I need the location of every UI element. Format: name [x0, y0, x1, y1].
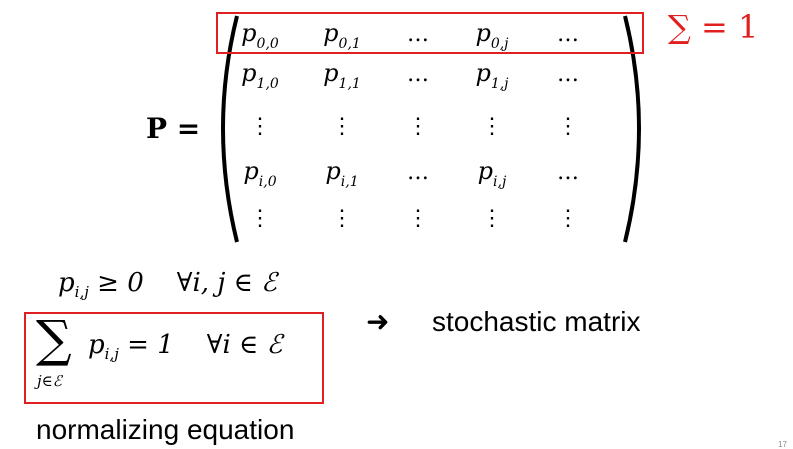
- matrix-cell-base: ⋮: [331, 114, 353, 139]
- matrix-cell-base: …: [557, 62, 579, 87]
- matrix-cell-4-3: ⋮: [454, 202, 530, 234]
- matrix-cell-3-4: …: [530, 156, 606, 188]
- matrix-cell-subscript: i,1: [340, 174, 359, 190]
- matrix-cell-base: p: [325, 157, 341, 185]
- matrix-cell-0-2: …: [380, 18, 456, 50]
- matrix-cell-3-0: pi,0: [222, 156, 298, 197]
- nonnegativity-constraint: pi,j ≥ 0 ∀i, j ∈ ℰ: [58, 268, 277, 301]
- matrix-cell-base: p: [475, 59, 491, 87]
- matrix-cell-4-0: ⋮: [222, 202, 298, 234]
- matrix-cell-base: ⋮: [249, 114, 271, 139]
- matrix-cell-2-0: ⋮: [222, 110, 298, 142]
- row0-highlight-box: [216, 12, 644, 54]
- matrix-cell-base: …: [557, 160, 579, 185]
- matrix-cell-subscript: 1,1: [338, 76, 361, 92]
- matrix-cell-subscript: i,j: [493, 174, 507, 190]
- matrix-cell-base: …: [407, 62, 429, 87]
- matrix-cell-3-1: pi,1: [304, 156, 380, 197]
- arrow-icon: ➜: [366, 305, 390, 338]
- matrix-cell-base: p: [323, 19, 339, 47]
- matrix-cell-base: ⋮: [249, 206, 271, 231]
- matrix-cell-1-0: p1,0: [222, 58, 298, 99]
- matrix-cell-base: ⋮: [331, 206, 353, 231]
- normalizing-equation: pi,j = 1 ∀i ∈ ℰ: [88, 330, 282, 363]
- matrix-cell-base: ⋮: [557, 206, 579, 231]
- matrix-cell-1-3: p1,j: [454, 58, 530, 99]
- matrix-cell-base: ⋮: [481, 114, 503, 139]
- matrix-cell-0-4: …: [530, 18, 606, 50]
- matrix-cell-4-2: ⋮: [380, 202, 456, 234]
- matrix-cell-subscript: i,0: [258, 174, 277, 190]
- matrix-cell-base: p: [477, 157, 494, 185]
- row-sum-annotation: ∑ = 1: [668, 8, 759, 46]
- matrix-cell-base: p: [243, 157, 259, 185]
- p-subscript: i,j: [74, 283, 89, 301]
- right-paren: [623, 15, 641, 243]
- matrix-cell-subscript: 1,j: [490, 76, 509, 92]
- sum-symbol: ∑: [36, 310, 72, 368]
- matrix-cell-0-0: p0,0: [222, 18, 298, 59]
- matrix-cell-base: …: [407, 160, 429, 185]
- matrix-cell-3-2: …: [380, 156, 456, 188]
- matrix-cell-1-1: p1,1: [304, 58, 380, 99]
- matrix-cell-base: p: [241, 19, 257, 47]
- matrix-cell-2-1: ⋮: [304, 110, 380, 142]
- matrix-cell-subscript: 0,1: [338, 36, 361, 52]
- matrix-cell-base: …: [557, 22, 579, 47]
- matrix-cell-2-3: ⋮: [454, 110, 530, 142]
- matrix-cell-base: ⋮: [407, 206, 429, 231]
- normalizing-equation-box: [24, 312, 324, 404]
- matrix-cell-subscript: 1,0: [256, 76, 279, 92]
- left-paren: [221, 15, 239, 243]
- page-number: 17: [778, 440, 787, 449]
- matrix-cell-0-3: p0,j: [454, 18, 530, 59]
- matrix-label: P =: [146, 112, 201, 145]
- matrix-cell-base: p: [241, 59, 257, 87]
- matrix-cell-4-1: ⋮: [304, 202, 380, 234]
- matrix-cell-1-4: …: [530, 58, 606, 90]
- p-symbol: p: [88, 330, 105, 360]
- matrix-cell-2-4: ⋮: [530, 110, 606, 142]
- nonneg-rest: ≥ 0 ∀i, j ∈ ℰ: [88, 268, 277, 298]
- matrix-cell-3-3: pi,j: [454, 156, 530, 197]
- matrix-cell-base: ⋮: [407, 114, 429, 139]
- matrix-cell-subscript: 0,0: [256, 36, 279, 52]
- matrix-cell-base: …: [407, 22, 429, 47]
- sum-index: j∈ℰ: [37, 372, 62, 390]
- p-subscript: i,j: [104, 345, 119, 363]
- matrix-cell-base: ⋮: [557, 114, 579, 139]
- matrix-cell-4-4: ⋮: [530, 202, 606, 234]
- matrix-brackets: [221, 15, 641, 243]
- matrix-cell-base: ⋮: [481, 206, 503, 231]
- sum-rest: = 1 ∀i ∈ ℰ: [118, 330, 283, 360]
- normalizing-equation-label: normalizing equation: [36, 414, 295, 445]
- matrix-cell-base: p: [323, 59, 339, 87]
- matrix-cell-0-1: p0,1: [304, 18, 380, 59]
- stochastic-matrix-label: stochastic matrix: [432, 306, 641, 337]
- matrix-cell-2-2: ⋮: [380, 110, 456, 142]
- matrix-cell-base: p: [475, 19, 491, 47]
- matrix-cell-subscript: 0,j: [490, 36, 509, 52]
- matrix-cell-1-2: …: [380, 58, 456, 90]
- p-symbol: p: [58, 268, 75, 298]
